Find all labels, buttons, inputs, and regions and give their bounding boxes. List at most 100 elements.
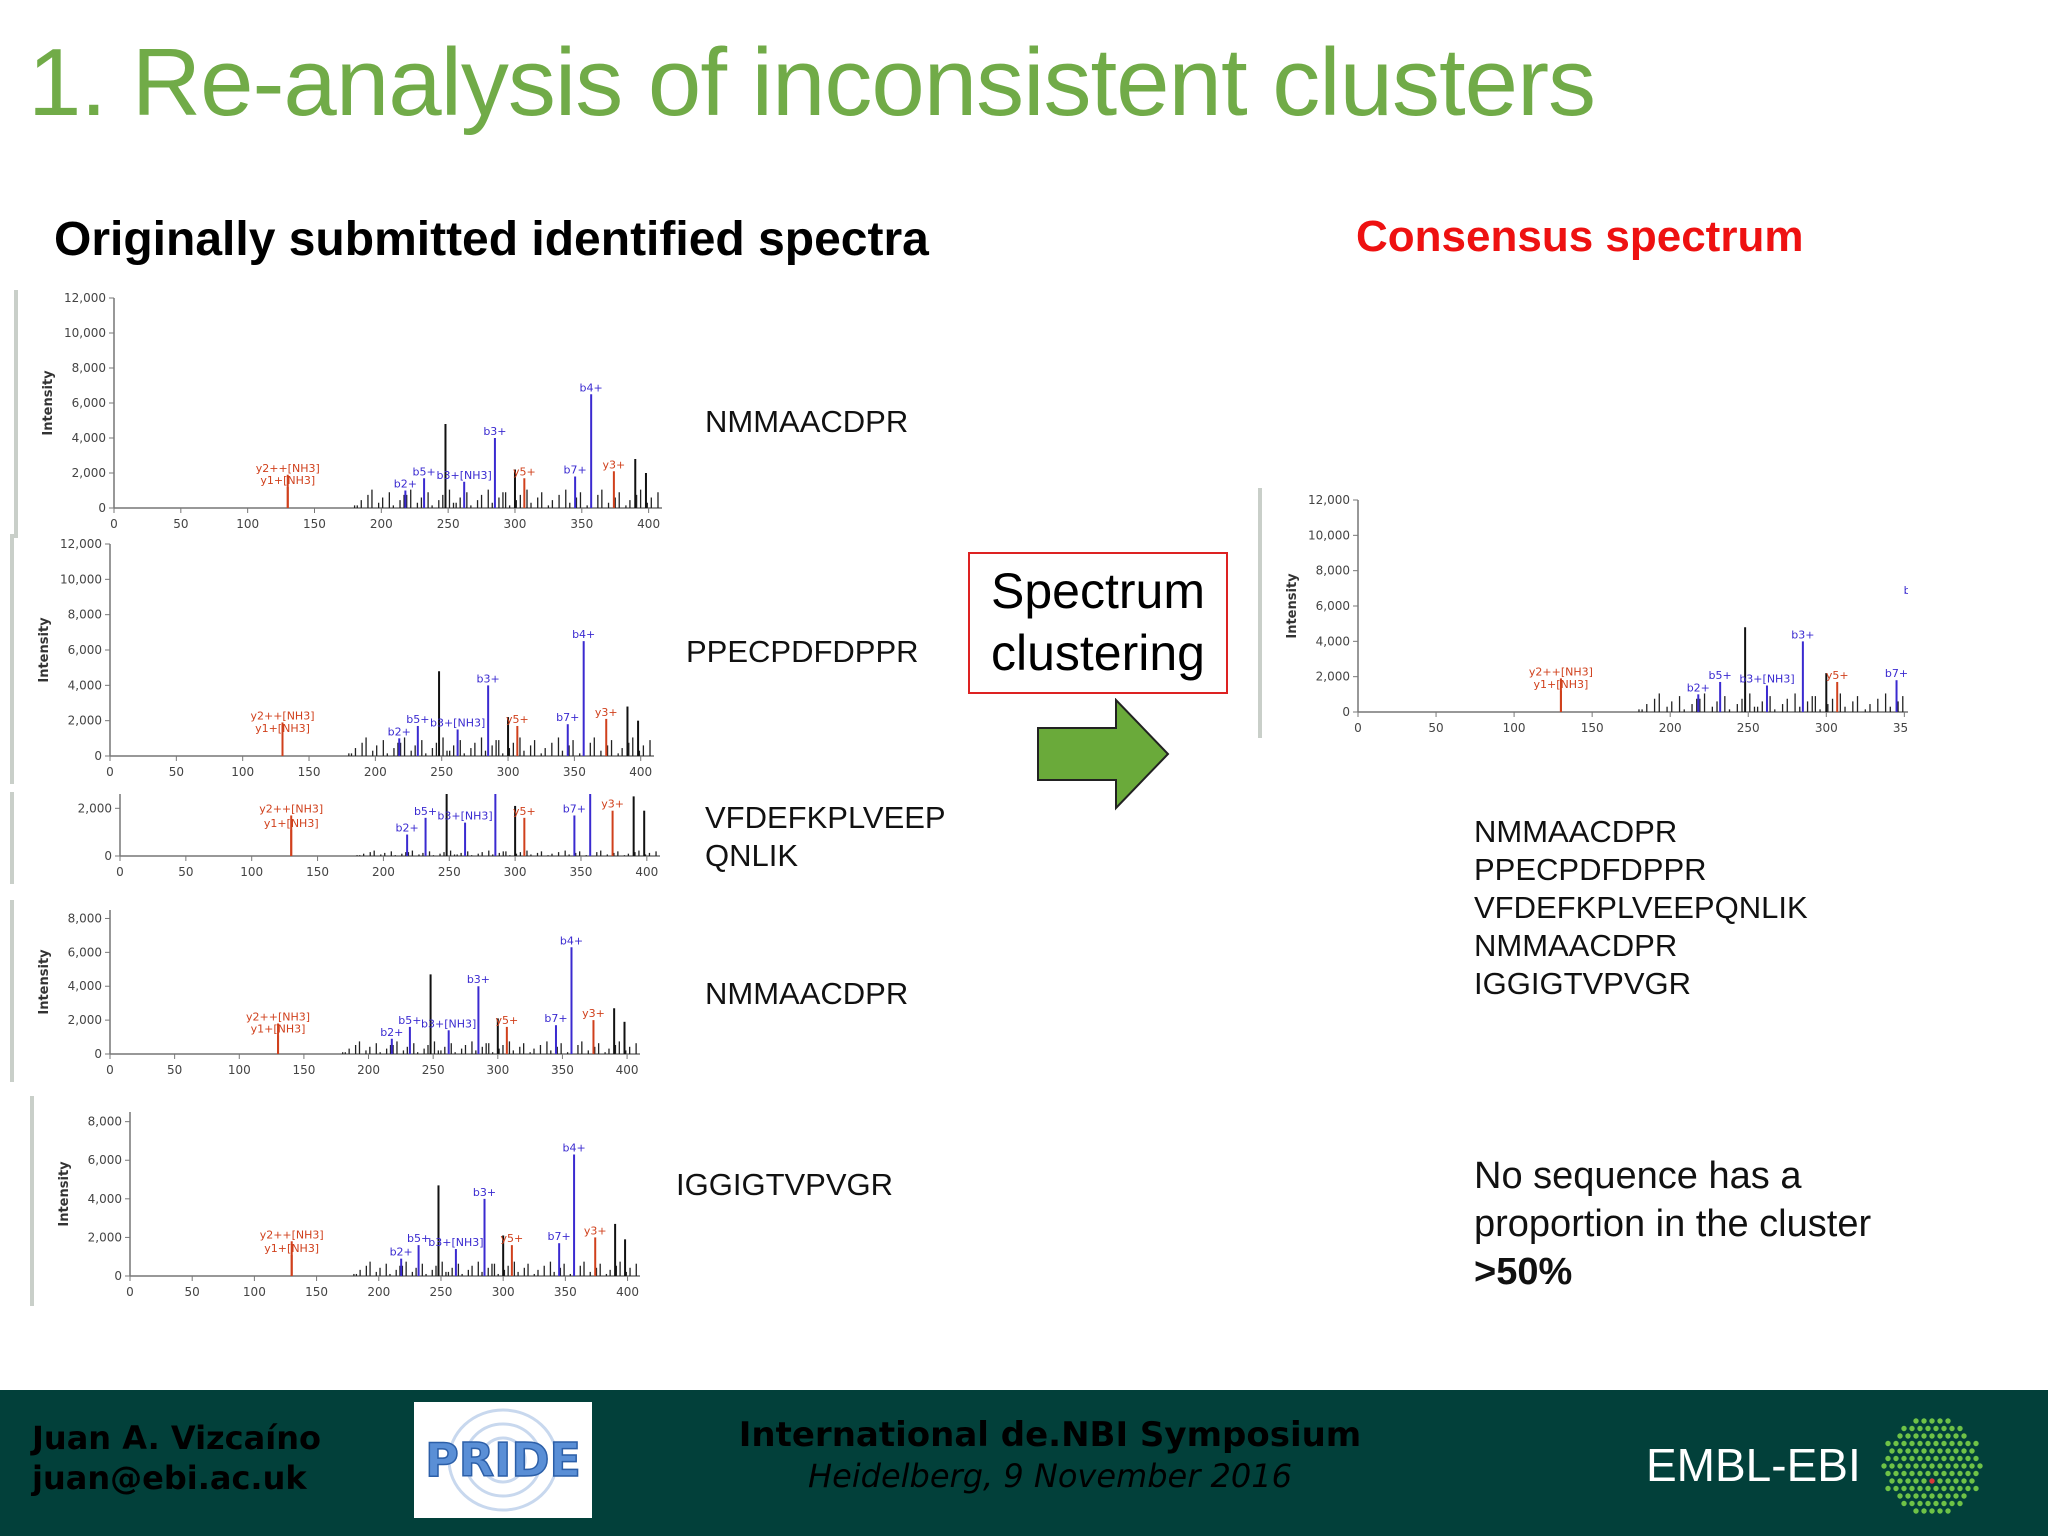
logo-dot [1973, 1470, 1979, 1477]
logo-dot [1937, 1493, 1943, 1499]
y-tick-label: 6,000 [1316, 599, 1350, 613]
clustering-label-line2: clustering [991, 625, 1205, 681]
logo-dot [1957, 1470, 1963, 1477]
peak-label: y5+ [1826, 669, 1849, 682]
logo-dot [1961, 1463, 1967, 1469]
logo-dot [1913, 1493, 1919, 1499]
x-tick-label: 200 [364, 765, 387, 779]
spectrum-sequence-4: NMMAACDPR [705, 976, 909, 1011]
peak-label: y1+[NH3] [264, 1242, 319, 1255]
y-tick-label: 12,000 [1308, 493, 1350, 507]
x-tick-label: 300 [492, 1285, 515, 1299]
logo-dot [1917, 1440, 1923, 1447]
logo-dot [1913, 1478, 1919, 1484]
peak-label: y3+ [582, 1007, 605, 1020]
peak-label: b4+ [562, 1141, 585, 1154]
logo-dot [1913, 1508, 1919, 1514]
author-block: Juan A. Vizcaíno juan@ebi.ac.uk [32, 1418, 321, 1498]
logo-dot [1973, 1440, 1979, 1447]
peak-label: y1+[NH3] [264, 817, 319, 830]
logo-dot [1933, 1425, 1939, 1432]
peak-label: b7+ [563, 802, 586, 815]
y-tick-label: 4,000 [68, 979, 102, 993]
logo-dot [1893, 1455, 1899, 1462]
logo-dot [1913, 1448, 1919, 1454]
x-tick-label: 350 [570, 517, 593, 531]
y-tick-label: 8,000 [68, 608, 102, 622]
logo-dot [1909, 1425, 1915, 1432]
logo-dot [1945, 1463, 1951, 1469]
y-tick-label: 8,000 [88, 1115, 122, 1129]
logo-dot [1941, 1425, 1947, 1432]
logo-dot [1925, 1425, 1931, 1432]
x-tick-label: 50 [185, 1285, 200, 1299]
logo-dot [1925, 1440, 1931, 1447]
x-tick-label: 250 [430, 1285, 453, 1299]
logo-dot [1941, 1500, 1947, 1507]
y-axis-label: Intensity [41, 370, 56, 436]
logo-dot [1965, 1455, 1971, 1462]
x-tick-label: 200 [367, 1285, 390, 1299]
author-email: juan@ebi.ac.uk [32, 1459, 307, 1497]
logo-dot [1961, 1478, 1967, 1484]
y-tick-label: 8,000 [68, 911, 102, 925]
peak-label: y5+ [513, 465, 536, 478]
x-tick-label: 300 [497, 765, 520, 779]
embl-ebi-name: EMBL-EBI [1646, 1439, 1861, 1491]
x-tick-label: 350 [563, 765, 586, 779]
peak-label: b2+ [390, 1246, 413, 1259]
logo-dot [1921, 1448, 1927, 1454]
logo-dot [1941, 1455, 1947, 1462]
clustering-label-line1: Spectrum [991, 563, 1205, 619]
logo-dot [1933, 1470, 1939, 1477]
y-tick-label: 4,000 [68, 678, 102, 692]
logo-dot [1917, 1425, 1923, 1432]
logo-dot [1897, 1433, 1903, 1439]
peak-label: y3+ [595, 706, 618, 719]
logo-dot [1953, 1463, 1959, 1469]
peak-label: b4+ [1904, 584, 1908, 597]
y-axis-label: Intensity [57, 1161, 72, 1227]
logo-dot [1913, 1463, 1919, 1469]
x-tick-label: 200 [372, 865, 395, 879]
logo-dot [1921, 1433, 1927, 1439]
peak-label: b2+ [394, 478, 417, 491]
x-tick-label: 250 [1737, 721, 1760, 735]
peak-label: b3+[NH3] [1739, 673, 1794, 686]
pride-logo-graphic: PRIDE [414, 1402, 592, 1518]
logo-dot [1949, 1455, 1955, 1462]
logo-dot [1917, 1500, 1923, 1507]
x-tick-label: 0 [106, 1063, 114, 1077]
logo-dot [1945, 1418, 1951, 1424]
x-tick-label: 150 [305, 1285, 328, 1299]
logo-dot [1969, 1463, 1975, 1469]
x-tick-label: 350 [1893, 721, 1908, 735]
logo-dot [1905, 1448, 1911, 1454]
peak-label: b4+ [572, 628, 595, 641]
peak-label: b2+ [1687, 681, 1710, 694]
y-tick-label: 2,000 [78, 801, 112, 815]
logo-dot [1921, 1478, 1927, 1484]
x-tick-label: 50 [173, 517, 188, 531]
logo-dot [1909, 1470, 1915, 1477]
logo-dot [1933, 1485, 1939, 1492]
x-tick-label: 200 [370, 517, 393, 531]
logo-dot [1945, 1478, 1951, 1484]
y-tick-label: 10,000 [64, 326, 106, 340]
x-tick-label: 50 [1428, 721, 1443, 735]
x-tick-label: 300 [504, 517, 527, 531]
peak-label: b2+ [380, 1026, 403, 1039]
logo-dot [1893, 1440, 1899, 1447]
x-tick-label: 200 [1659, 721, 1682, 735]
logo-dot [1933, 1455, 1939, 1462]
y-tick-label: 8,000 [72, 361, 106, 375]
logo-dot [1901, 1425, 1907, 1432]
logo-dot [1917, 1470, 1923, 1477]
x-tick-label: 150 [303, 517, 326, 531]
peak-label: b7+ [564, 464, 587, 477]
peak-label: b3+[NH3] [421, 1017, 476, 1030]
logo-dot [1937, 1463, 1943, 1469]
